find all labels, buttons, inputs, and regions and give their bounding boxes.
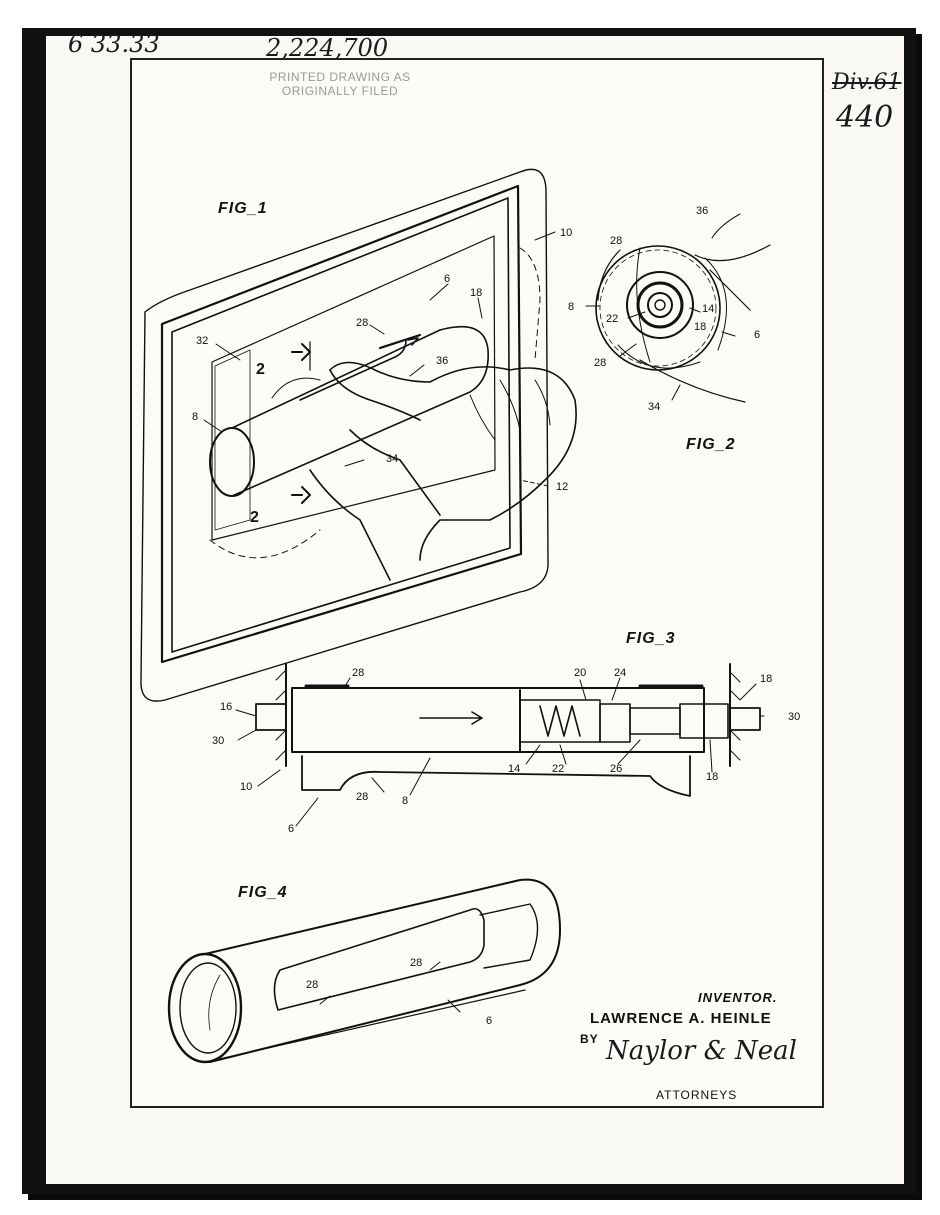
ref-numeral: 28 xyxy=(610,235,622,247)
inventor-name: LAWRENCE A. HEINLE xyxy=(590,1010,772,1027)
fig2-labels: 36 28 8 14 22 18 6 28 34 xyxy=(568,205,760,413)
handwritten-division-struck: Div.61 xyxy=(832,70,902,95)
ref-numeral: 34 xyxy=(386,453,398,465)
stamp-line-1: PRINTED DRAWING AS xyxy=(269,70,411,84)
ref-numeral: 12 xyxy=(556,481,568,493)
inventor-label: INVENTOR. xyxy=(698,990,778,1005)
ref-numeral: 36 xyxy=(696,205,708,217)
ref-numeral: 10 xyxy=(240,781,252,793)
figure-4-title: FIG_4 xyxy=(238,884,288,901)
stamp-line-2: ORIGINALLY FILED xyxy=(281,84,399,98)
figure-1-title: FIG_1 xyxy=(218,200,268,217)
ref-numeral: 6 xyxy=(754,329,760,341)
fig2-drawing xyxy=(585,213,771,403)
by-label: BY xyxy=(580,1032,599,1046)
ref-numeral: 8 xyxy=(568,301,574,313)
ref-numeral: 18 xyxy=(470,287,482,299)
ref-numeral: 26 xyxy=(610,763,622,775)
fig1-labels: 10 6 18 28 32 2 8 36 34 12 2 xyxy=(192,227,572,526)
ref-numeral: 34 xyxy=(648,401,660,413)
ref-numeral: 28 xyxy=(594,357,606,369)
ref-numeral: 30 xyxy=(788,711,800,723)
ref-numeral: 18 xyxy=(706,771,718,783)
ref-numeral: 22 xyxy=(606,313,618,325)
fig4-drawing xyxy=(167,878,561,1064)
ref-numeral: 24 xyxy=(614,667,626,679)
ref-numeral: 10 xyxy=(560,227,572,239)
fig1-drawing xyxy=(140,168,577,702)
fig3-drawing xyxy=(235,663,765,827)
ref-numeral: 6 xyxy=(444,273,450,285)
drawing-sheet xyxy=(130,58,824,1108)
ref-numeral: 30 xyxy=(212,735,224,747)
ref-numeral: 36 xyxy=(436,355,448,367)
handwritten-top-left: 6 33.33 xyxy=(68,30,160,58)
fig4-labels: 28 28 6 xyxy=(306,957,492,1027)
ref-numeral: 14 xyxy=(508,763,520,775)
ref-numeral: 2 xyxy=(250,509,259,526)
ref-numeral: 16 xyxy=(220,701,232,713)
attorney-signature: Naylor & Neal xyxy=(606,1036,797,1066)
ref-numeral: 28 xyxy=(306,979,318,991)
fig3-labels: 28 20 24 18 16 30 30 10 14 22 26 18 28 8… xyxy=(212,667,800,835)
ref-numeral: 28 xyxy=(356,317,368,329)
ref-numeral: 28 xyxy=(352,667,364,679)
filing-stamp: PRINTED DRAWING AS ORIGINALLY FILED xyxy=(250,70,430,98)
ref-numeral: 28 xyxy=(356,791,368,803)
attorneys-label: ATTORNEYS xyxy=(656,1088,738,1102)
figure-2-title: FIG_2 xyxy=(686,436,736,453)
ref-numeral: 6 xyxy=(486,1015,492,1027)
handwritten-patent-number: 2,224,700 xyxy=(266,34,389,62)
ref-numeral: 14 xyxy=(702,303,714,315)
handwritten-division-number: 440 xyxy=(836,100,894,135)
ref-numeral: 2 xyxy=(256,361,265,378)
ref-numeral: 18 xyxy=(760,673,772,685)
ref-numeral: 8 xyxy=(192,411,198,423)
ref-numeral: 6 xyxy=(288,823,294,835)
ref-numeral: 32 xyxy=(196,335,208,347)
ref-numeral: 18 xyxy=(694,321,706,333)
ref-numeral: 22 xyxy=(552,763,564,775)
ref-numeral: 20 xyxy=(574,667,586,679)
ref-numeral: 8 xyxy=(402,795,408,807)
ref-numeral: 28 xyxy=(410,957,422,969)
figure-3-title: FIG_3 xyxy=(626,630,676,647)
